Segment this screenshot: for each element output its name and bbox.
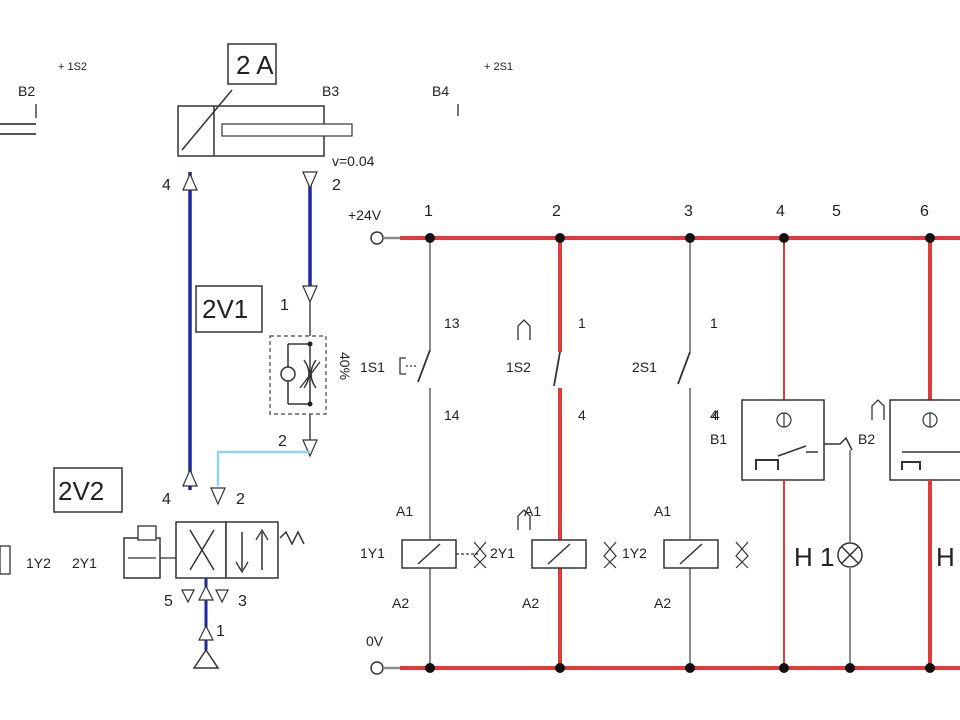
column-5: 5 xyxy=(832,203,841,220)
coil-label-1y2: 1Y2 xyxy=(26,555,51,571)
dir-valve-port-1: 1 xyxy=(216,623,225,640)
lamp-h2-label: H xyxy=(936,542,955,572)
plus-1s2-label: + 1S2 xyxy=(58,61,87,73)
relay-b2 xyxy=(889,399,960,481)
relay-b1-pin: 4 xyxy=(712,407,720,423)
left-partial-valve xyxy=(0,545,11,575)
valve-2v2-label: 2V2 xyxy=(58,476,104,506)
dir-valve-port-5: 5 xyxy=(164,593,173,610)
cylinder-2a xyxy=(177,89,353,157)
exhaust-3 xyxy=(215,589,229,604)
rail-plus-label: +24V xyxy=(348,207,382,223)
column-4: 4 xyxy=(776,203,785,220)
valve-2v1-label: 2V1 xyxy=(202,294,248,324)
flow-arrow-up-bottom xyxy=(182,468,198,487)
flow-setting-label: 40% xyxy=(337,352,353,380)
rail-plus-terminal xyxy=(370,231,384,245)
switch-1s2-label: 1S2 xyxy=(506,359,531,375)
coil-2-a2: A2 xyxy=(522,595,539,611)
coil-1y1 xyxy=(401,539,457,569)
sensor-b3-label: B3 xyxy=(322,83,339,99)
column-6: 6 xyxy=(920,203,929,220)
switch-1s2-bottom: 4 xyxy=(578,407,586,423)
diode-1 xyxy=(473,541,487,569)
coil-3-a2: A2 xyxy=(654,595,671,611)
switch-1s2-top: 1 xyxy=(578,315,586,331)
diode-2 xyxy=(603,541,617,569)
column-1: 1 xyxy=(424,203,433,220)
circuit-column-1 xyxy=(399,238,431,668)
flow-arrow-down-2 xyxy=(302,285,318,304)
valve-2v2-box xyxy=(53,467,123,513)
dir-valve-port-3: 3 xyxy=(238,593,247,610)
flow-valve-port-2: 2 xyxy=(278,433,287,450)
cylinder-id: 2 A xyxy=(236,50,274,80)
relay-b1-label: B1 xyxy=(710,431,727,447)
flow-control-valve xyxy=(269,335,327,415)
rail-zero-terminal xyxy=(370,661,384,675)
sensor-b4-label: B4 xyxy=(432,83,449,99)
cylinder-port-a-label: 4 xyxy=(162,177,171,194)
relay-b2-label: B2 xyxy=(858,431,875,447)
adjustable-cushion-arrow xyxy=(181,89,233,151)
directional-valve-2v2 xyxy=(123,521,305,579)
flow-valve-port-1: 1 xyxy=(280,297,289,314)
flow-arrow-down-1 xyxy=(302,171,318,190)
flow-arrow-down-3 xyxy=(302,439,318,458)
coil-3-a1: A1 xyxy=(654,503,671,519)
coil-label-2y1: 2Y1 xyxy=(72,555,97,571)
signal-line xyxy=(216,450,310,486)
return-spring xyxy=(279,530,305,546)
lamp-h1-label: H 1 xyxy=(794,542,834,572)
switch-2s1-bottom: 4 xyxy=(710,407,718,423)
cylinder-id-box xyxy=(227,43,277,85)
circuit-column-3 xyxy=(677,238,691,668)
switch-1s1-label: 1S1 xyxy=(360,359,385,375)
column-3: 3 xyxy=(684,203,693,220)
switch-1s2-actuator xyxy=(517,319,531,340)
coil-1y1-a2: A2 xyxy=(392,595,409,611)
exhaust-5 xyxy=(181,589,195,604)
coil-1y1-label: 1Y1 xyxy=(360,545,385,561)
coil-2-a1: A1 xyxy=(524,503,541,519)
rail-zero-label: 0V xyxy=(366,633,384,649)
column-2: 2 xyxy=(552,203,561,220)
switch-2s1-label: 2S1 xyxy=(632,359,657,375)
cylinder-port-b-label: 2 xyxy=(332,177,341,194)
switch-1s1-bottom: 14 xyxy=(444,407,460,423)
pressure-source xyxy=(192,648,220,669)
valve-2v1-box xyxy=(195,285,263,333)
dir-valve-port-2: 2 xyxy=(236,491,245,508)
circuit-column-2 xyxy=(553,238,562,668)
flow-arrow-down-valve xyxy=(210,487,226,506)
relay-b1 xyxy=(741,399,825,481)
left-partial-cylinder xyxy=(0,123,36,135)
switch-1s1-top: 13 xyxy=(444,315,460,331)
plus-2s1-label: + 2S1 xyxy=(484,61,513,73)
diode-3 xyxy=(735,541,749,569)
velocity-label: v=0.04 xyxy=(332,153,375,169)
sensor-b2-label: B2 xyxy=(18,83,35,99)
dir-valve-port-4: 4 xyxy=(162,491,171,508)
coil-1y1-a1: A1 xyxy=(396,503,413,519)
junction-dots xyxy=(425,233,935,673)
flow-arrow-up-top xyxy=(182,172,198,191)
coil-side-1y2: 1Y2 xyxy=(622,545,647,561)
switch-2s1-top: 1 xyxy=(710,315,718,331)
coil-side-2y1: 2Y1 xyxy=(490,545,515,561)
